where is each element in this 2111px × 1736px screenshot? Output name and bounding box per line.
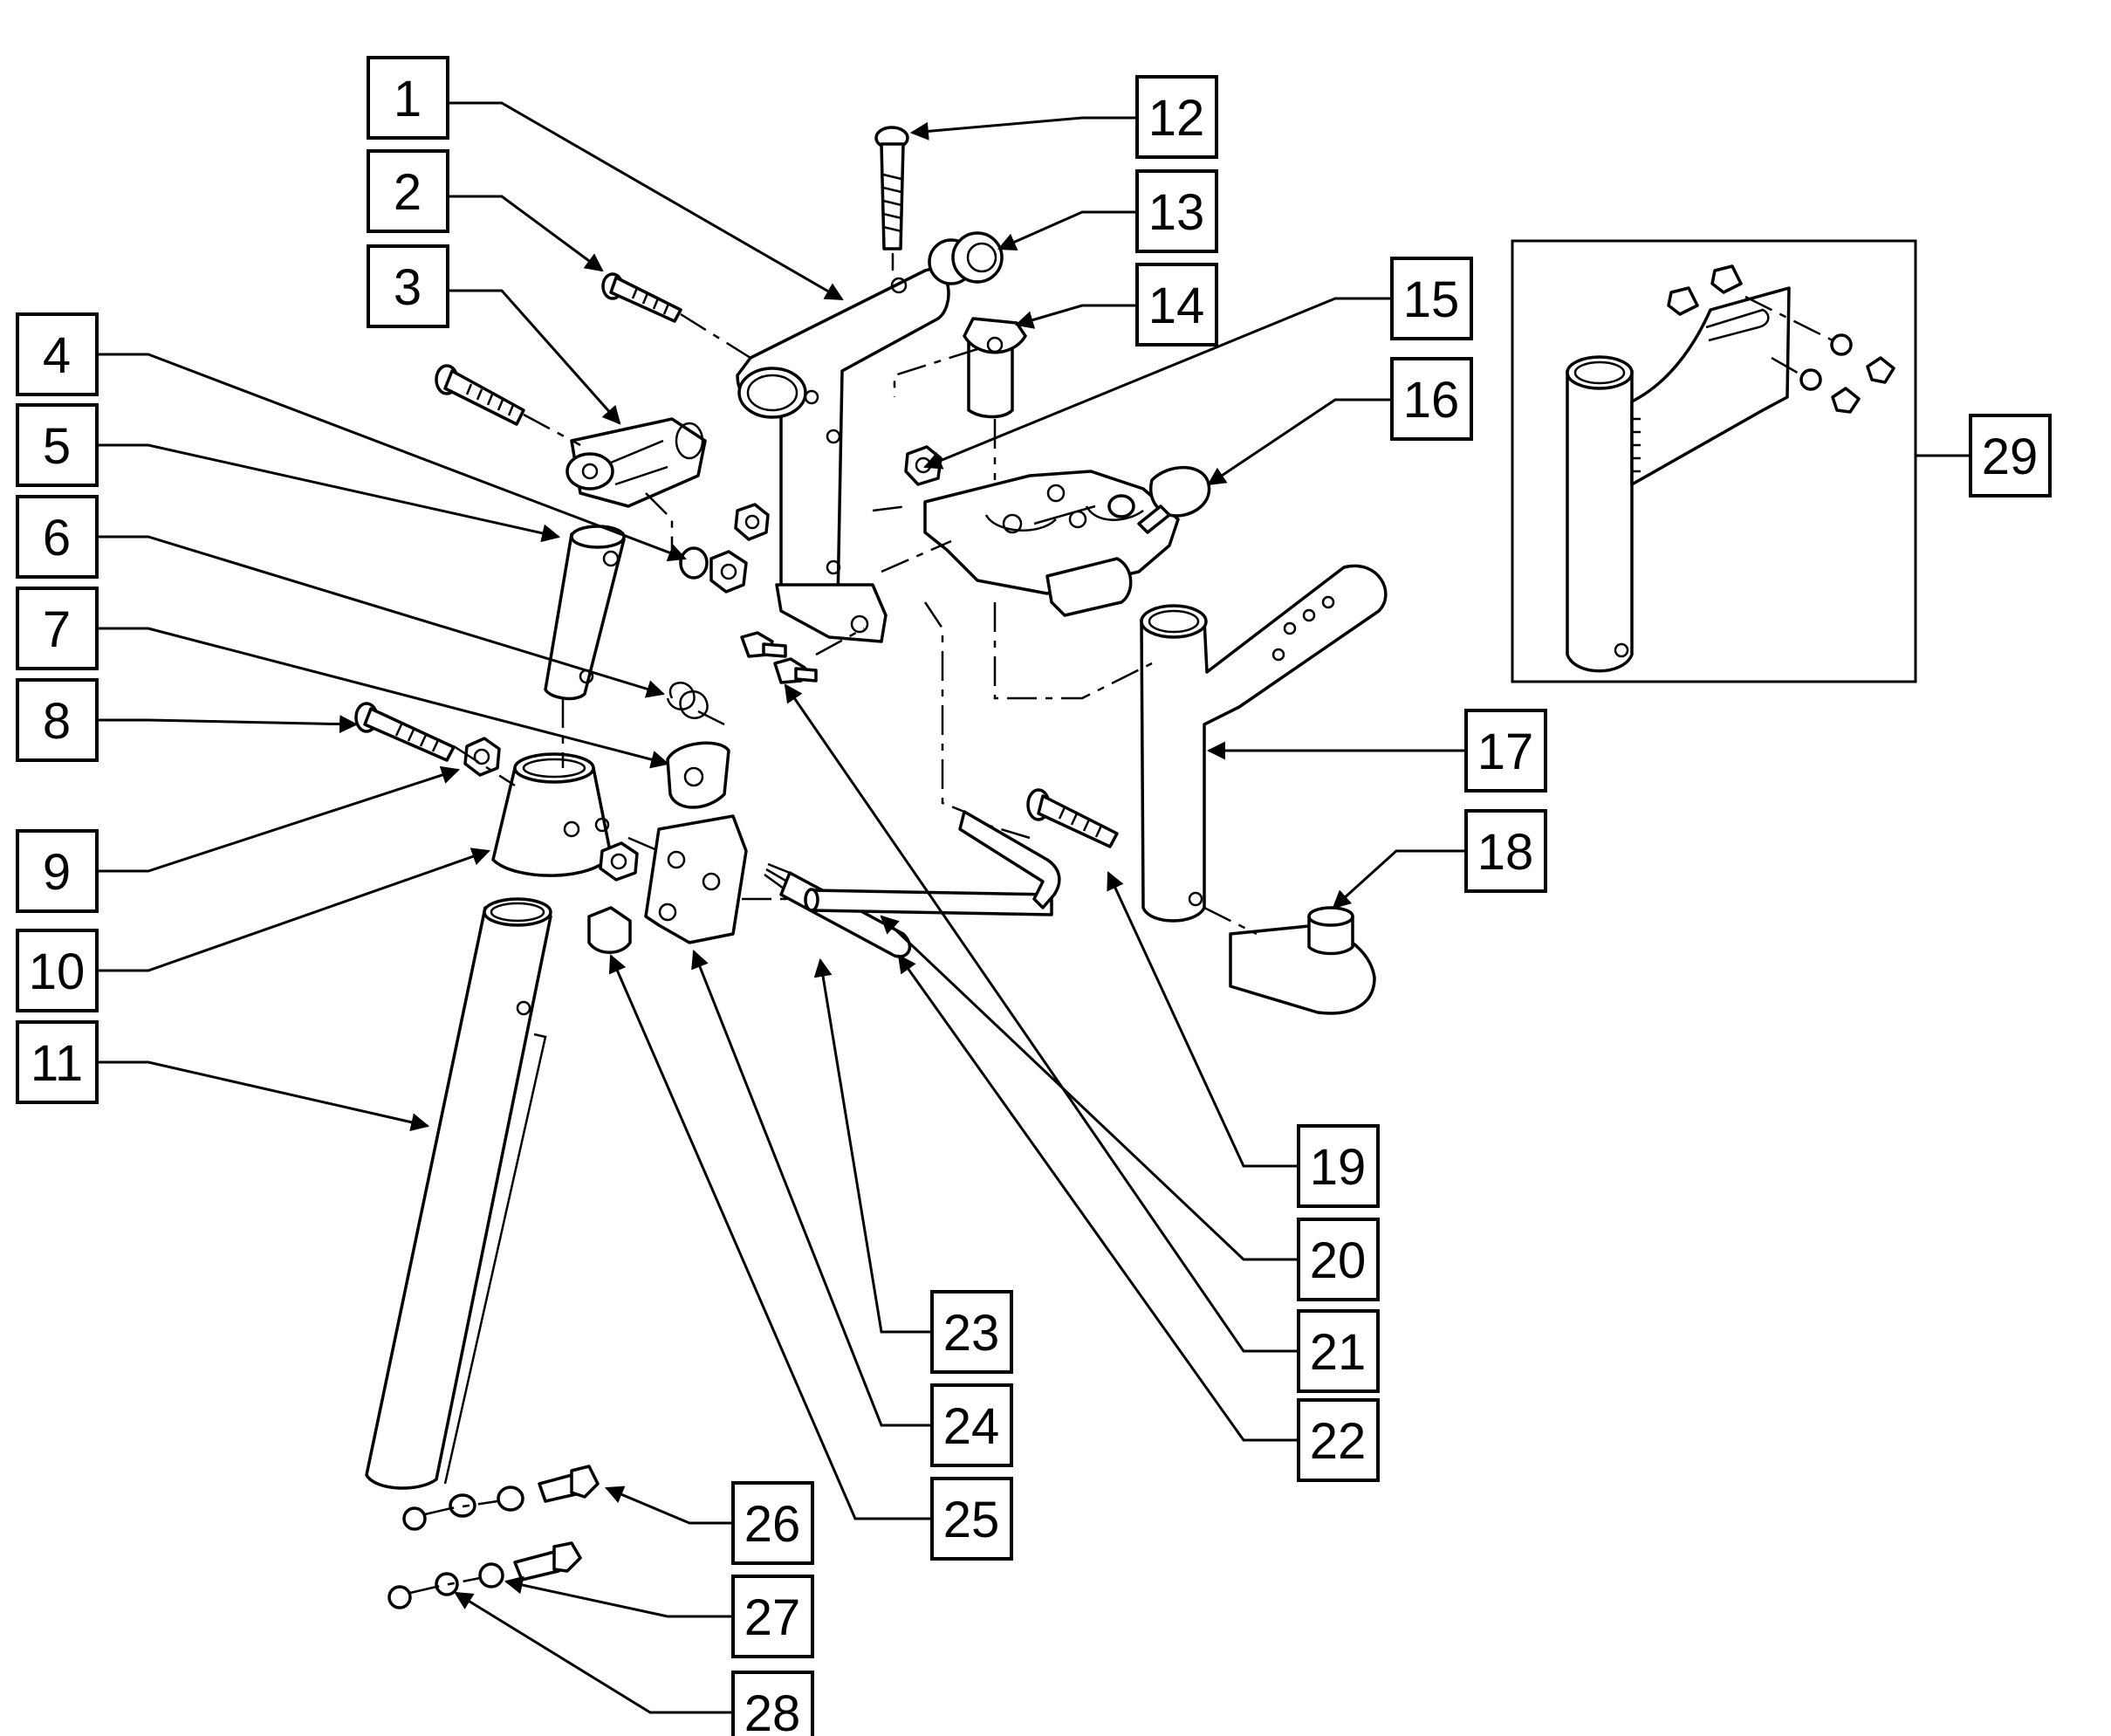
- svg-text:6: 6: [43, 510, 71, 566]
- side-nut-part: [734, 503, 770, 541]
- bent-rod-part: [958, 810, 1061, 909]
- svg-text:14: 14: [1148, 278, 1205, 334]
- svg-text:25: 25: [943, 1492, 1000, 1548]
- label-16: 16: [1390, 357, 1473, 441]
- cam-part: [666, 741, 730, 809]
- label-9: 9: [16, 829, 99, 913]
- connecting-rod-part: [804, 888, 1053, 916]
- label-2: 2: [367, 149, 449, 233]
- collar-side-nut-part: [599, 841, 639, 882]
- svg-text:11: 11: [31, 1035, 83, 1092]
- label-15: 15: [1390, 257, 1473, 340]
- label-4: 4: [16, 312, 99, 396]
- label-29: 29: [1969, 414, 2052, 497]
- label-20: 20: [1297, 1218, 1380, 1301]
- nut-part: [904, 445, 942, 486]
- leader-lines: [96, 101, 1970, 1714]
- detail-inset: [1511, 239, 1917, 683]
- label-24: 24: [930, 1383, 1013, 1467]
- label-12: 12: [1135, 75, 1218, 159]
- hardware-stack-lower-part: [387, 1541, 582, 1609]
- label-6: 6: [16, 495, 99, 579]
- label-19: 19: [1297, 1124, 1380, 1208]
- svg-text:4: 4: [43, 327, 71, 384]
- part-labels: 1 2 3 4 5 6 7 8 9 10 11 12 13 14 15 16 1…: [16, 56, 2052, 1736]
- clevis-part: [565, 417, 707, 508]
- clevis-bolt-part: [435, 364, 525, 426]
- bracket-part: [644, 814, 748, 944]
- label-26: 26: [731, 1481, 814, 1565]
- clamp-collar-part: [491, 752, 613, 877]
- long-bolt-part: [354, 702, 456, 762]
- hardware-stack-upper-part: [402, 1465, 600, 1531]
- latch-assembly-part: [923, 465, 1211, 617]
- label-28: 28: [731, 1671, 814, 1736]
- svg-text:23: 23: [943, 1305, 1000, 1362]
- flange-screws-part: [740, 631, 818, 684]
- svg-text:29: 29: [1982, 429, 2039, 485]
- label-23: 23: [930, 1290, 1013, 1374]
- parts-drawing: [354, 126, 1388, 1609]
- side-t-tube-part: [1140, 564, 1388, 923]
- acorn-nut-part: [587, 906, 632, 954]
- collar-nut-part: [463, 737, 501, 777]
- svg-text:1: 1: [394, 71, 422, 127]
- svg-text:27: 27: [744, 1589, 801, 1646]
- svg-text:16: 16: [1403, 372, 1460, 429]
- nut-washer-part: [679, 546, 748, 594]
- svg-text:10: 10: [29, 943, 86, 1000]
- svg-text:17: 17: [1477, 724, 1534, 780]
- label-10: 10: [16, 929, 99, 1012]
- label-14: 14: [1135, 263, 1218, 347]
- spring-part: [666, 682, 725, 726]
- svg-text:20: 20: [1310, 1232, 1367, 1289]
- svg-text:21: 21: [1310, 1324, 1367, 1381]
- lower-tube-part: [365, 897, 552, 1490]
- cap-part: [963, 317, 1027, 419]
- svg-text:7: 7: [43, 601, 71, 658]
- label-21: 21: [1297, 1309, 1380, 1393]
- svg-text:26: 26: [744, 1496, 801, 1553]
- svg-text:22: 22: [1310, 1413, 1367, 1470]
- svg-text:5: 5: [43, 418, 71, 475]
- bushing-part: [928, 231, 1004, 285]
- label-17: 17: [1464, 709, 1547, 793]
- label-7: 7: [16, 587, 99, 670]
- label-13: 13: [1135, 169, 1218, 253]
- label-27: 27: [731, 1575, 814, 1658]
- mount-bolt-part: [1026, 788, 1119, 848]
- label-18: 18: [1464, 809, 1547, 893]
- top-screw-part: [874, 126, 909, 250]
- svg-text:15: 15: [1403, 271, 1460, 328]
- svg-text:18: 18: [1477, 824, 1534, 881]
- svg-text:28: 28: [744, 1685, 801, 1736]
- svg-text:12: 12: [1148, 90, 1205, 147]
- label-3: 3: [367, 244, 449, 328]
- label-1: 1: [367, 56, 449, 140]
- svg-text:2: 2: [394, 164, 422, 221]
- svg-text:19: 19: [1310, 1139, 1367, 1196]
- svg-text:8: 8: [43, 693, 71, 750]
- svg-text:13: 13: [1148, 184, 1205, 241]
- label-5: 5: [16, 403, 99, 487]
- svg-text:3: 3: [394, 259, 422, 316]
- foot-plate-part: [1229, 906, 1376, 1015]
- svg-text:9: 9: [43, 844, 71, 901]
- svg-text:24: 24: [943, 1398, 1000, 1455]
- upper-bolt-part: [601, 272, 682, 323]
- label-11: 11: [16, 1020, 99, 1104]
- label-8: 8: [16, 678, 99, 762]
- pivot-pin-part: [544, 525, 626, 701]
- label-25: 25: [930, 1477, 1013, 1561]
- label-22: 22: [1297, 1398, 1380, 1482]
